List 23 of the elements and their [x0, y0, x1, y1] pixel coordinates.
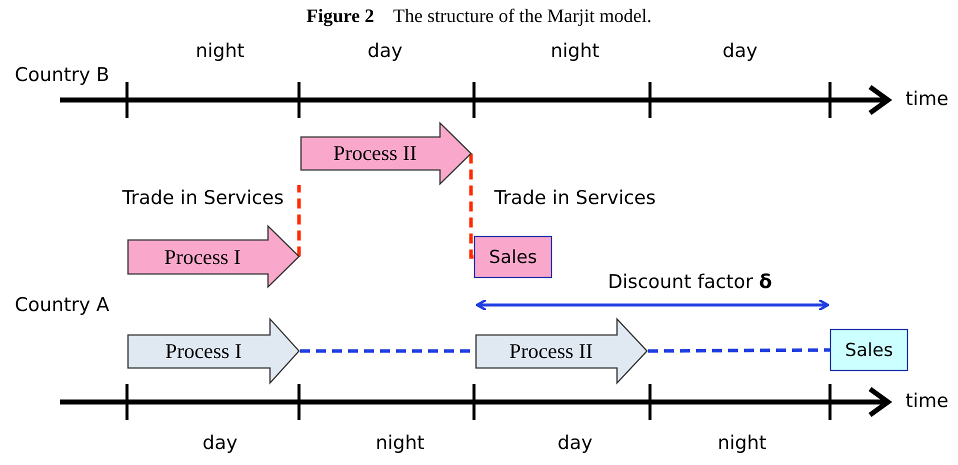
process-label: Process II	[509, 339, 593, 364]
axis-label: time	[906, 88, 948, 110]
period-label: night	[376, 432, 424, 454]
figure-title: Figure 2 The structure of the Marjit model.	[306, 6, 652, 27]
country-label: Country A	[14, 294, 110, 316]
sales-label: Sales	[845, 340, 893, 360]
period-label: night	[550, 40, 600, 62]
period-label: day	[202, 432, 238, 454]
period-label: night	[196, 40, 244, 62]
dashed-connector	[469, 154, 474, 259]
process-label: Process I	[164, 244, 241, 270]
process-label: Process I	[165, 339, 242, 364]
period-label: night	[718, 432, 766, 454]
period-label: day	[722, 40, 758, 62]
period-label: day	[558, 432, 592, 454]
process-label: Process II	[333, 141, 417, 166]
dimension-label: Discount factor δ	[608, 271, 772, 293]
period-label: day	[368, 40, 402, 62]
sales-label: Sales	[489, 246, 537, 268]
dashed-connector	[648, 348, 830, 353]
dashed-connector	[297, 185, 301, 256]
axis-label: time	[906, 390, 948, 412]
country-label: Country B	[14, 64, 110, 86]
